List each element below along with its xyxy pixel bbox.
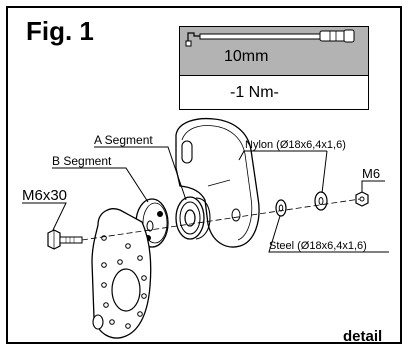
steel-washer-part [275, 199, 287, 217]
leader-lines [22, 146, 389, 253]
torque-value: -1 Nm- [230, 84, 279, 101]
callout-steel-washer: Steel (Ø18x6,4x1,6) [269, 240, 367, 252]
callout-a-segment: A Segment [94, 133, 153, 147]
callout-bolt: M6x30 [22, 187, 67, 204]
a-segment-part [175, 196, 211, 240]
bolt-part [47, 229, 83, 250]
callout-nut: M6 [362, 166, 380, 181]
detail-label: detail [343, 328, 383, 345]
callout-nylon-washer: Nylon (Ø18x6,4x1,6) [245, 139, 346, 151]
nylon-washer-part [314, 191, 328, 211]
upper-bracket-plate [175, 117, 260, 248]
wrench-size: 10mm [224, 48, 269, 65]
lower-bracket-plate [91, 208, 152, 339]
wrench-icon [185, 29, 355, 47]
assembly-axis [81, 198, 361, 241]
wrench-size-panel: 10mm [180, 27, 368, 76]
callout-b-segment: B Segment [52, 154, 112, 168]
nut-part [355, 191, 369, 207]
torque-spec-box: 10mm -1 Nm- [179, 26, 369, 110]
figure-label: Fig. 1 [26, 16, 94, 46]
figure-frame [6, 6, 402, 344]
